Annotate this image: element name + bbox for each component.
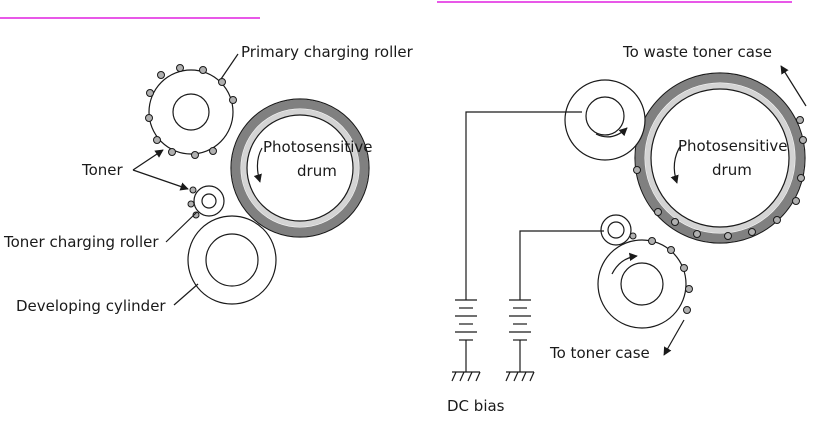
bias-wire-lower <box>519 230 604 300</box>
leader-toner-lower <box>132 169 189 191</box>
leader-toner-charging-roller <box>165 211 198 243</box>
primary-charging-roller <box>148 69 234 155</box>
photosensitive-drum-right <box>634 72 806 244</box>
arrow-icon <box>780 65 807 107</box>
label-to-toner-case: To toner case <box>549 344 650 362</box>
bias-wire-upper <box>465 111 582 300</box>
toner-particles-right-drum <box>633 116 807 240</box>
label-drum-right: drum <box>712 161 752 179</box>
rotation-arrow-icon <box>595 127 628 138</box>
developing-cylinder-right <box>597 239 687 329</box>
label-toner: Toner <box>81 161 124 179</box>
upper-charging-roller <box>564 79 646 161</box>
label-photosensitive-left: Photosensitive <box>263 138 372 156</box>
label-photosensitive-right: Photosensitive <box>678 137 787 155</box>
battery-icon <box>455 299 477 372</box>
rotation-arrow-icon <box>611 252 638 275</box>
right-diagram <box>451 65 807 382</box>
ground-icon <box>451 371 481 382</box>
battery-icon <box>509 299 531 372</box>
leader-toner-upper <box>132 149 164 171</box>
leader-developing-cylinder <box>173 283 199 306</box>
toner-particles-right-developer <box>629 232 693 314</box>
toner-particles-primary <box>145 64 237 159</box>
rotation-arrow-icon <box>253 147 263 183</box>
label-dc-bias: DC bias <box>447 397 505 415</box>
label-toner-charging-roller: Toner charging roller <box>3 233 159 251</box>
small-roller-right <box>600 214 632 246</box>
leader-primary-roller <box>220 53 239 80</box>
label-developing-cylinder: Developing cylinder <box>16 297 166 315</box>
developing-cylinder <box>187 215 277 305</box>
label-to-waste-toner-case: To waste toner case <box>622 43 772 61</box>
toner-charging-roller <box>193 185 225 217</box>
rotation-arrow-icon <box>670 144 682 184</box>
photosensitive-drum-left <box>230 98 370 238</box>
toner-particles-small-roller <box>187 186 200 219</box>
label-primary-charging-roller: Primary charging roller <box>241 43 414 61</box>
label-drum-left: drum <box>297 162 337 180</box>
left-diagram <box>132 53 370 306</box>
ground-icon <box>505 371 535 382</box>
arrow-icon <box>663 319 685 356</box>
